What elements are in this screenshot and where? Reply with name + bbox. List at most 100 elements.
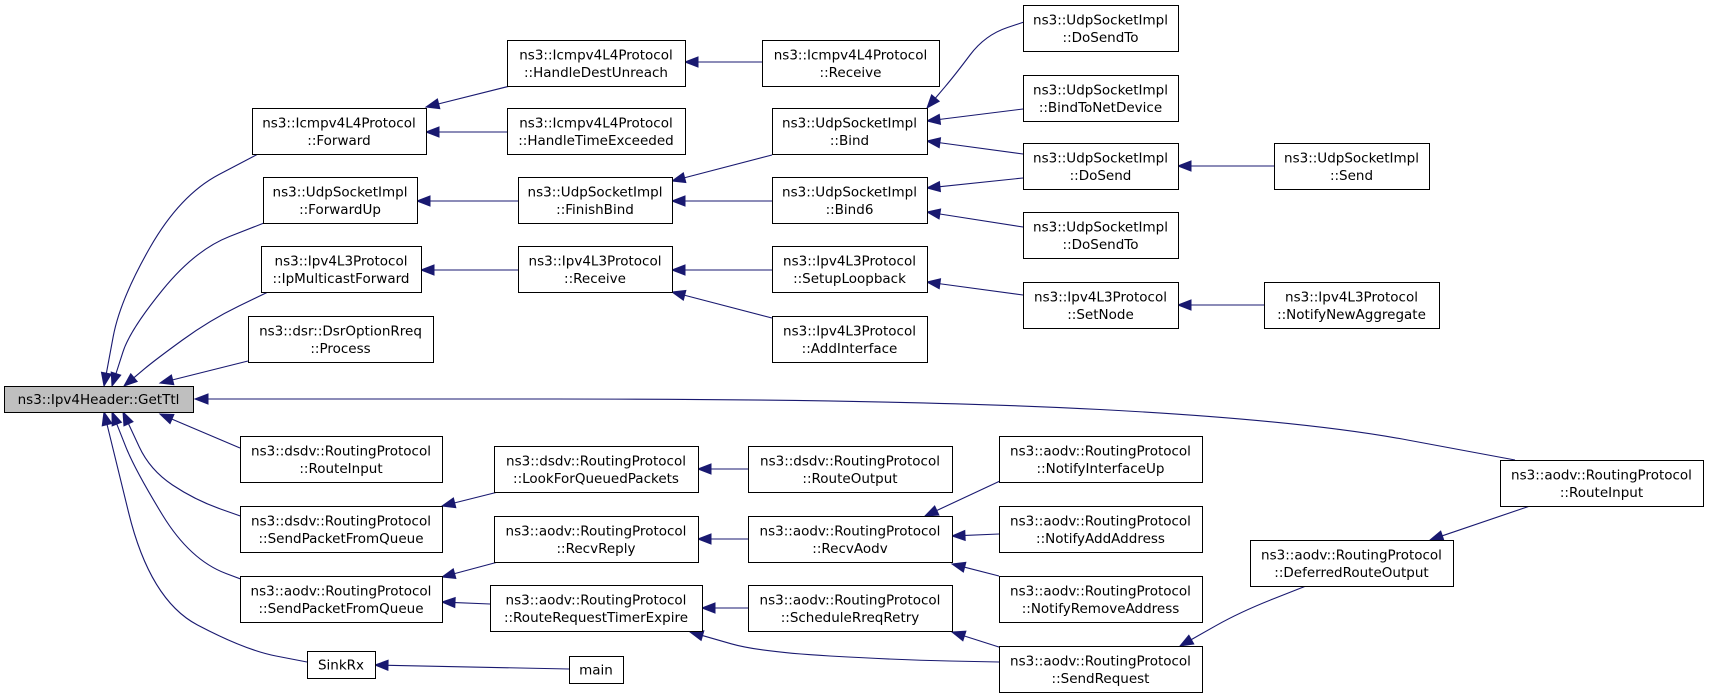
- node-sinkrx[interactable]: SinkRx: [307, 651, 376, 679]
- node-udp-dst1[interactable]: ns3::UdpSocketImpl::DoSendTo: [1023, 5, 1179, 52]
- edge-sinkrx-to-root: [101, 410, 308, 663]
- node-label-line: ns3::UdpSocketImpl: [528, 184, 663, 200]
- node-udp-bind[interactable]: ns3::UdpSocketImpl::Bind: [772, 108, 928, 155]
- arrowhead-icon: [696, 463, 712, 475]
- edge-line: [208, 398, 1516, 461]
- node-box: [494, 446, 699, 493]
- node-dsdv-ri[interactable]: ns3::dsdv::RoutingProtocol::RouteInput: [240, 436, 443, 483]
- node-label-line: ns3::aodv::RoutingProtocol: [506, 592, 687, 608]
- edge-udp_bind-to-udp_fb: [670, 154, 773, 184]
- node-aodv-rr[interactable]: ns3::aodv::RoutingProtocol::RecvReply: [494, 516, 699, 563]
- node-label-line: ::DoSendTo: [1063, 237, 1139, 253]
- node-icmp-hte[interactable]: ns3::Icmpv4L4Protocol::HandleTimeExceede…: [507, 108, 686, 155]
- node-ipv4-ai[interactable]: ns3::Ipv4L3Protocol::AddInterface: [772, 316, 928, 363]
- node-aodv-sreq[interactable]: ns3::aodv::RoutingProtocol::SendRequest: [999, 646, 1203, 693]
- node-udp-dst2[interactable]: ns3::UdpSocketImpl::DoSendTo: [1023, 212, 1179, 259]
- node-aodv-srr[interactable]: ns3::aodv::RoutingProtocol::ScheduleRreq…: [748, 585, 953, 632]
- node-udp-fb[interactable]: ns3::UdpSocketImpl::FinishBind: [518, 177, 673, 224]
- node-icmp-recv[interactable]: ns3::Icmpv4L4Protocol::Receive: [762, 40, 940, 87]
- node-box: [240, 436, 443, 483]
- node-root[interactable]: ns3::Ipv4Header::GetTtl: [4, 386, 194, 413]
- node-box: [1274, 143, 1430, 190]
- node-box: [1250, 540, 1454, 587]
- node-aodv-niu[interactable]: ns3::aodv::RoutingProtocol::NotifyInterf…: [999, 436, 1203, 483]
- edge-line: [1191, 585, 1307, 641]
- node-ipv4-sn[interactable]: ns3::Ipv4L3Protocol::SetNode: [1023, 282, 1179, 329]
- node-udp-fwdup[interactable]: ns3::UdpSocketImpl::ForwardUp: [263, 177, 418, 224]
- edge-line: [936, 480, 1001, 512]
- arrowhead-icon: [424, 98, 441, 110]
- arrowhead-icon: [700, 602, 716, 614]
- node-aodv-nra[interactable]: ns3::aodv::RoutingProtocol::NotifyRemove…: [999, 576, 1203, 623]
- node-label-line: ::Bind6: [826, 202, 874, 218]
- node-aodv-rrte[interactable]: ns3::aodv::RoutingProtocol::RouteRequest…: [490, 585, 703, 632]
- node-box: [248, 316, 434, 363]
- node-label-line: ns3::aodv::RoutingProtocol: [760, 592, 941, 608]
- edges-layer: [100, 19, 1531, 672]
- edge-dsr_proc-to-root: [158, 360, 249, 386]
- arrowhead-icon: [111, 410, 123, 427]
- arrowhead-icon: [925, 113, 942, 126]
- node-box: [748, 585, 953, 632]
- node-box: [252, 108, 427, 155]
- node-label-line: ns3::UdpSocketImpl: [1033, 12, 1168, 28]
- node-aodv-naa[interactable]: ns3::aodv::RoutingProtocol::NotifyAddAdd…: [999, 506, 1203, 553]
- edge-icmp_hte-to-icmp_fwd: [424, 126, 507, 138]
- node-ipv4-nna[interactable]: ns3::Ipv4L3Protocol::NotifyNewAggregate: [1264, 282, 1440, 329]
- edge-ipv4_sn-to-ipv4_sl: [925, 278, 1024, 296]
- node-aodv-spfq[interactable]: ns3::aodv::RoutingProtocol::SendPacketFr…: [240, 576, 443, 623]
- edge-line: [454, 601, 491, 605]
- node-label-line: ::NotifyRemoveAddress: [1022, 601, 1180, 617]
- arrowhead-icon: [670, 195, 686, 207]
- node-dsr-proc[interactable]: ns3::dsr::DsrOptionRreq::Process: [248, 316, 434, 363]
- arrowhead-icon: [110, 371, 122, 388]
- arrowhead-icon: [158, 374, 175, 386]
- node-ipv4-mcast[interactable]: ns3::Ipv4L3Protocol::IpMulticastForward: [261, 246, 422, 293]
- node-ipv4-sl[interactable]: ns3::Ipv4L3Protocol::SetupLoopback: [772, 246, 928, 293]
- arrowhead-icon: [950, 561, 967, 573]
- node-icmp-fwd[interactable]: ns3::Icmpv4L4Protocol::Forward: [252, 108, 427, 155]
- node-box: [999, 646, 1203, 693]
- node-label-line: ns3::Ipv4L3Protocol: [275, 253, 408, 269]
- node-dsdv-spfq[interactable]: ns3::dsdv::RoutingProtocol::SendPacketFr…: [240, 506, 443, 553]
- edge-line: [1442, 505, 1531, 537]
- node-label-line: ns3::Ipv4Header::GetTtl: [18, 392, 180, 408]
- node-label-line: ::SetNode: [1067, 307, 1134, 323]
- node-label-line: ::NotifyAddAddress: [1036, 531, 1165, 547]
- arrowhead-icon: [1428, 530, 1445, 542]
- edge-line: [684, 294, 773, 319]
- node-label-line: main: [579, 663, 613, 679]
- edge-udp_ds-to-udp_bind: [925, 137, 1024, 155]
- node-label-line: ::Receive: [820, 65, 882, 81]
- edge-dsdv_spfq-to-root: [122, 410, 247, 519]
- node-aodv-ri[interactable]: ns3::aodv::RoutingProtocol::RouteInput: [1500, 460, 1704, 507]
- node-label-line: ::Send: [1330, 168, 1373, 184]
- node-aodv-dro[interactable]: ns3::aodv::RoutingProtocol::DeferredRout…: [1250, 540, 1454, 587]
- node-ipv4-recv[interactable]: ns3::Ipv4L3Protocol::Receive: [518, 246, 673, 293]
- node-label-line: ns3::dsdv::RoutingProtocol: [251, 513, 431, 529]
- node-box: [772, 246, 928, 293]
- node-label-line: ::RecvAodv: [812, 541, 887, 557]
- node-label-line: ::RouteOutput: [802, 471, 897, 487]
- node-main[interactable]: main: [569, 656, 624, 684]
- node-udp-send[interactable]: ns3::UdpSocketImpl::Send: [1274, 143, 1430, 190]
- node-udp-ds[interactable]: ns3::UdpSocketImpl::DoSend: [1023, 143, 1179, 190]
- edge-icmp_fwd-to-root: [100, 153, 259, 388]
- node-icmp-hdu[interactable]: ns3::Icmpv4L4Protocol::HandleDestUnreach: [507, 40, 686, 87]
- node-label-line: ::AddInterface: [802, 341, 898, 357]
- node-dsdv-lfqp[interactable]: ns3::dsdv::RoutingProtocol::LookForQueue…: [494, 446, 699, 493]
- edge-line: [115, 222, 265, 374]
- edge-line: [964, 566, 1000, 577]
- edge-dsdv_lfqp-to-dsdv_spfq: [440, 491, 499, 509]
- node-dsdv-ro[interactable]: ns3::dsdv::RoutingProtocol::RouteOutput: [748, 446, 953, 493]
- node-label-line: ::NotifyNewAggregate: [1277, 307, 1426, 323]
- node-udp-bind6[interactable]: ns3::UdpSocketImpl::Bind6: [772, 177, 928, 224]
- node-box: [569, 656, 624, 684]
- node-box: [772, 316, 928, 363]
- node-aodv-ra[interactable]: ns3::aodv::RoutingProtocol::RecvAodv: [748, 516, 953, 563]
- node-udp-btnd[interactable]: ns3::UdpSocketImpl::BindToNetDevice: [1023, 75, 1179, 122]
- node-label-line: ::Bind: [830, 133, 869, 149]
- node-label-line: ns3::Ipv4L3Protocol: [1285, 289, 1418, 305]
- edge-udp_btnd-to-udp_bind: [925, 108, 1024, 126]
- node-box: [772, 177, 928, 224]
